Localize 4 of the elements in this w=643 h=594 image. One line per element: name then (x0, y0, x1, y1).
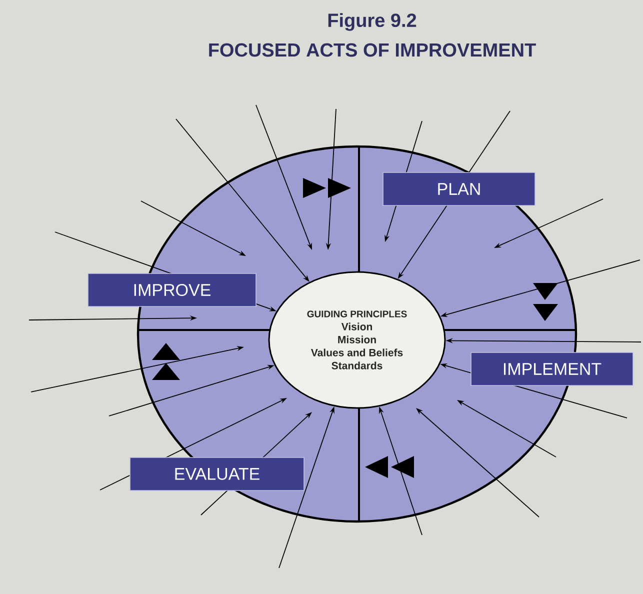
stage-label: IMPROVE (88, 273, 256, 307)
stage-label: IMPLEMENT (470, 352, 634, 386)
figure-number: Figure 9.2 (328, 13, 416, 31)
title: FOCUSED ACTS OF IMPROVEMENT (209, 43, 536, 57)
